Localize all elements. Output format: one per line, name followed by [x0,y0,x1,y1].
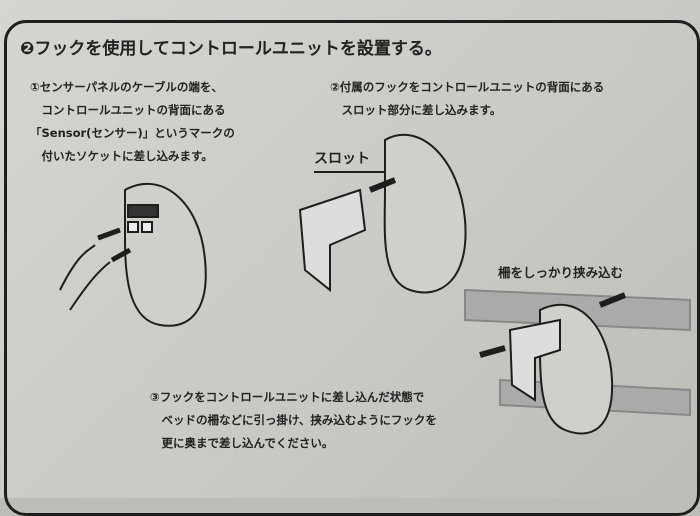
step-3-illustration [464,288,691,435]
text-line: 付いたソケットに差し込みます。 [30,149,213,163]
illustrations [59,133,691,435]
step-1-illustration [59,182,207,327]
text-line: 「Sensor(センサー)」というマークの [30,126,235,140]
slot-label: スロット [314,151,370,167]
section-title: ❷フックを使用してコントロールユニットを設置する。 [20,39,442,59]
text-line: スロット部分に差し込みます。 [330,103,502,117]
text-line: ①センサーパネルのケーブルの端を、 [30,80,223,94]
squeeze-label: 柵をしっかり挟み込む [498,265,624,280]
step-1-text: ①センサーパネルのケーブルの端を、 コントロールユニットの背面にある 「Sens… [30,76,235,168]
step-2-illustration [298,133,467,294]
text-line: ②付属のフックをコントロールユニットの背面にある [330,80,605,94]
text-line: ③フックをコントロールユニットに差し込んだ状態で [150,390,425,404]
text-line: 更に奥まで差し込んでください。 [150,436,334,450]
text-line: ベッドの柵などに引っ掛け、挟み込むようにフックを [150,413,437,427]
text-line: コントロールユニットの背面にある [30,103,226,117]
step-2-text: ②付属のフックをコントロールユニットの背面にある スロット部分に差し込みます。 [330,76,604,122]
step-3-text: ③フックをコントロールユニットに差し込んだ状態で ベッドの柵などに引っ掛け、挟み… [150,386,437,455]
